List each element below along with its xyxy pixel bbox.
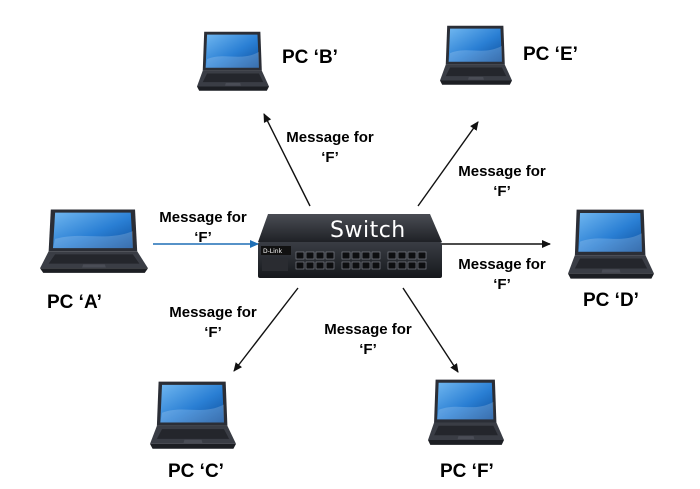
arrow-switch-to-f — [402, 287, 459, 373]
message-label-e: Message for ‘F’ — [458, 163, 546, 200]
pc-c-label: PC ‘C’ — [168, 461, 224, 482]
arrow-switch-to-c — [233, 287, 299, 372]
arrow-switch-to-b — [263, 113, 311, 207]
pc-a-label: PC ‘A’ — [47, 292, 102, 313]
laptop-e-icon — [440, 24, 512, 88]
message-label-b: Message for ‘F’ — [286, 129, 374, 166]
pc-b-label: PC ‘B’ — [282, 47, 338, 68]
switch-label: Switch — [330, 218, 406, 243]
message-label-c: Message for ‘F’ — [169, 304, 257, 341]
pc-f-label: PC ‘F’ — [440, 461, 494, 482]
pc-e-label: PC ‘E’ — [523, 44, 578, 65]
laptop-d-icon — [568, 208, 654, 282]
laptop-f-icon — [428, 378, 504, 448]
laptop-a-icon — [40, 208, 148, 276]
arrow-switch-to-e — [417, 121, 479, 207]
network-switch: D-Link — [258, 214, 442, 278]
laptop-c-icon — [150, 380, 236, 452]
pc-d-label: PC ‘D’ — [583, 290, 639, 311]
laptop-b-icon — [197, 30, 269, 94]
message-label-d: Message for ‘F’ — [458, 256, 546, 293]
message-label-a: Message for ‘F’ — [159, 209, 247, 246]
message-label-f: Message for ‘F’ — [324, 321, 412, 358]
switch-brand-logo: D-Link — [263, 248, 283, 255]
